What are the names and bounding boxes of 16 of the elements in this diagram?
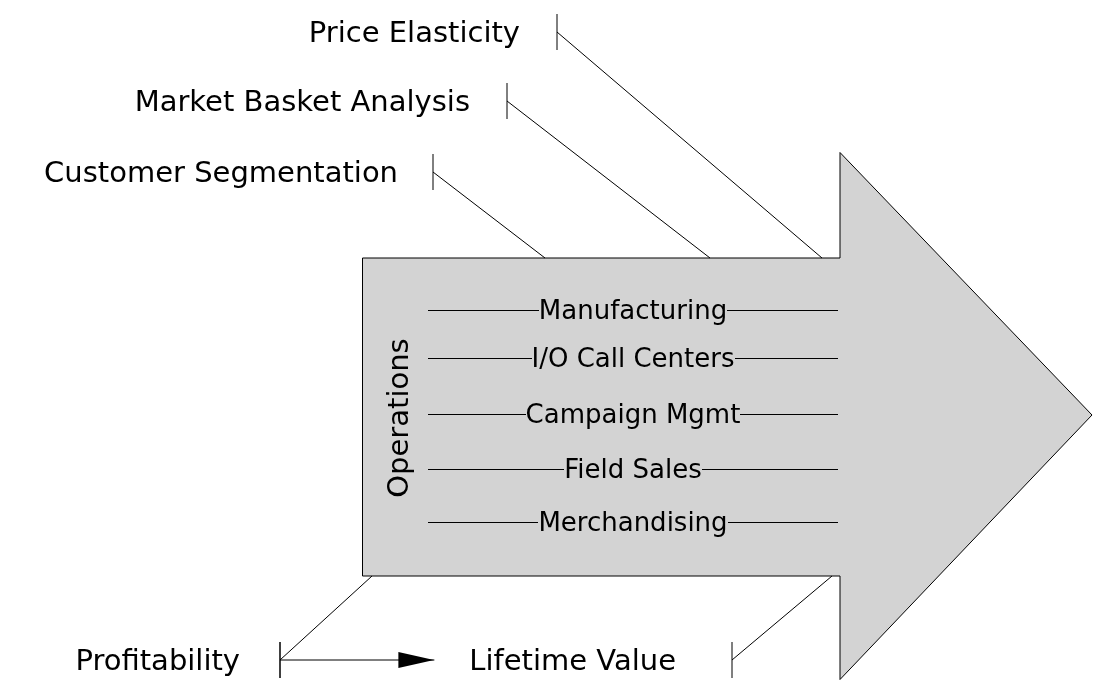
leader-text: Market Basket Analysis bbox=[134, 83, 507, 119]
arrow bbox=[279, 641, 435, 679]
leader-line bbox=[731, 575, 833, 679]
vertical-heading: Operations bbox=[380, 338, 416, 498]
leader-text: Customer Segmentation bbox=[44, 154, 433, 190]
leader-line bbox=[432, 153, 546, 259]
list-item-text: Manufacturing bbox=[538, 292, 728, 328]
leader-text: Profitability bbox=[75, 642, 280, 678]
leader-line bbox=[506, 82, 711, 259]
leader-text: Lifetime Value bbox=[434, 642, 732, 678]
list-item-text: Campaign Mgmt bbox=[525, 396, 741, 432]
leader-line bbox=[556, 13, 823, 259]
list-item-text: Merchandising bbox=[538, 504, 728, 540]
leader-text: Price Elasticity bbox=[308, 14, 557, 50]
list-item-text: I/O Call Centers bbox=[531, 340, 735, 376]
list-item-text: Field Sales bbox=[564, 451, 702, 487]
